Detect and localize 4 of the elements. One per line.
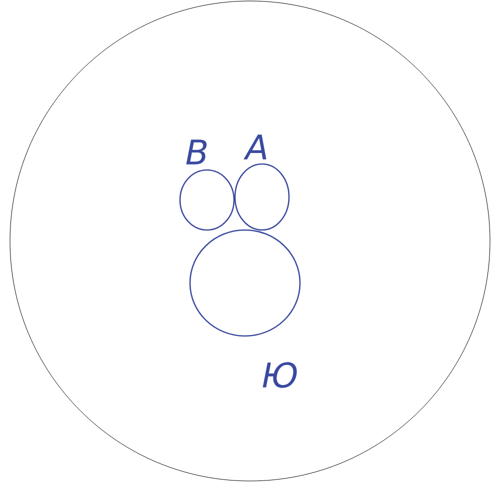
outer-circle [10, 0, 490, 482]
handwritten-letter: Ю [262, 362, 297, 388]
handwritten-letter: В [186, 140, 207, 164]
handwritten-letter: А [244, 134, 266, 160]
